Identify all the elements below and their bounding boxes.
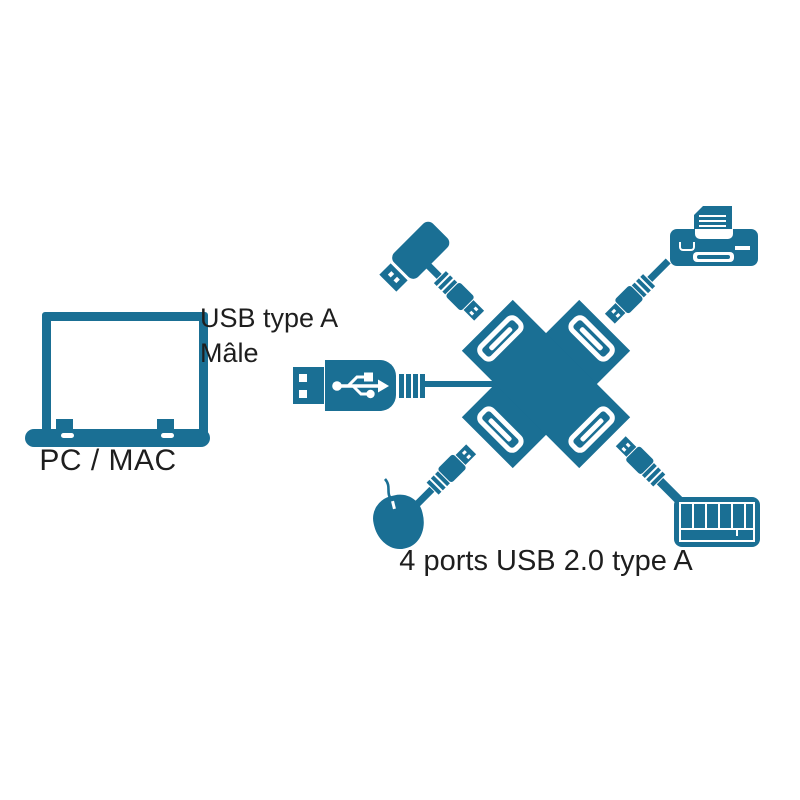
printer-body (670, 229, 758, 266)
printer-detail (679, 242, 695, 251)
keyboard-key-line (692, 504, 694, 528)
usb-a-male-plug-tip-icon (293, 367, 324, 404)
printer-detail (735, 246, 750, 250)
keyboard-icon (674, 497, 760, 547)
usb-a-male-plug-icon (325, 360, 396, 411)
usb-trident-icon (332, 372, 389, 399)
upstream-cable (424, 381, 500, 387)
paper-text-line (699, 225, 726, 227)
host-label: PC / MAC (39, 444, 177, 477)
plug-contact-hole (299, 374, 307, 382)
printer-icon (668, 204, 760, 268)
laptop-hinge-icon (157, 419, 174, 430)
strain-relief-icon (399, 374, 404, 398)
laptop-hinge-icon (56, 419, 73, 430)
laptop-base-notch (61, 433, 74, 438)
keyboard-key-line (705, 504, 707, 528)
printer-output-tray (693, 252, 734, 262)
hub-caption: 4 ports USB 2.0 type A (399, 545, 693, 577)
keyboard-row-line (681, 528, 753, 530)
keyboard-key-line (744, 504, 746, 528)
laptop-base-notch (161, 433, 174, 438)
paper-text-line (699, 215, 726, 217)
plug-contact-hole (299, 390, 307, 398)
laptop-base-icon (25, 429, 210, 447)
strain-relief-icon (413, 374, 418, 398)
keyboard-key-line (718, 504, 720, 528)
keyboard-key-line (731, 504, 733, 528)
keyboard-key-line (736, 530, 738, 536)
keyboard-frame (679, 502, 755, 542)
upstream-connector-label: USB type A Mâle (200, 303, 339, 368)
strain-relief-icon (406, 374, 411, 398)
cable-segment (646, 258, 671, 282)
printer-paper-slot (695, 229, 733, 239)
strain-relief-icon (420, 374, 425, 398)
paper-fold (694, 206, 703, 215)
paper-text-line (699, 220, 726, 222)
mouse-icon (368, 477, 432, 555)
